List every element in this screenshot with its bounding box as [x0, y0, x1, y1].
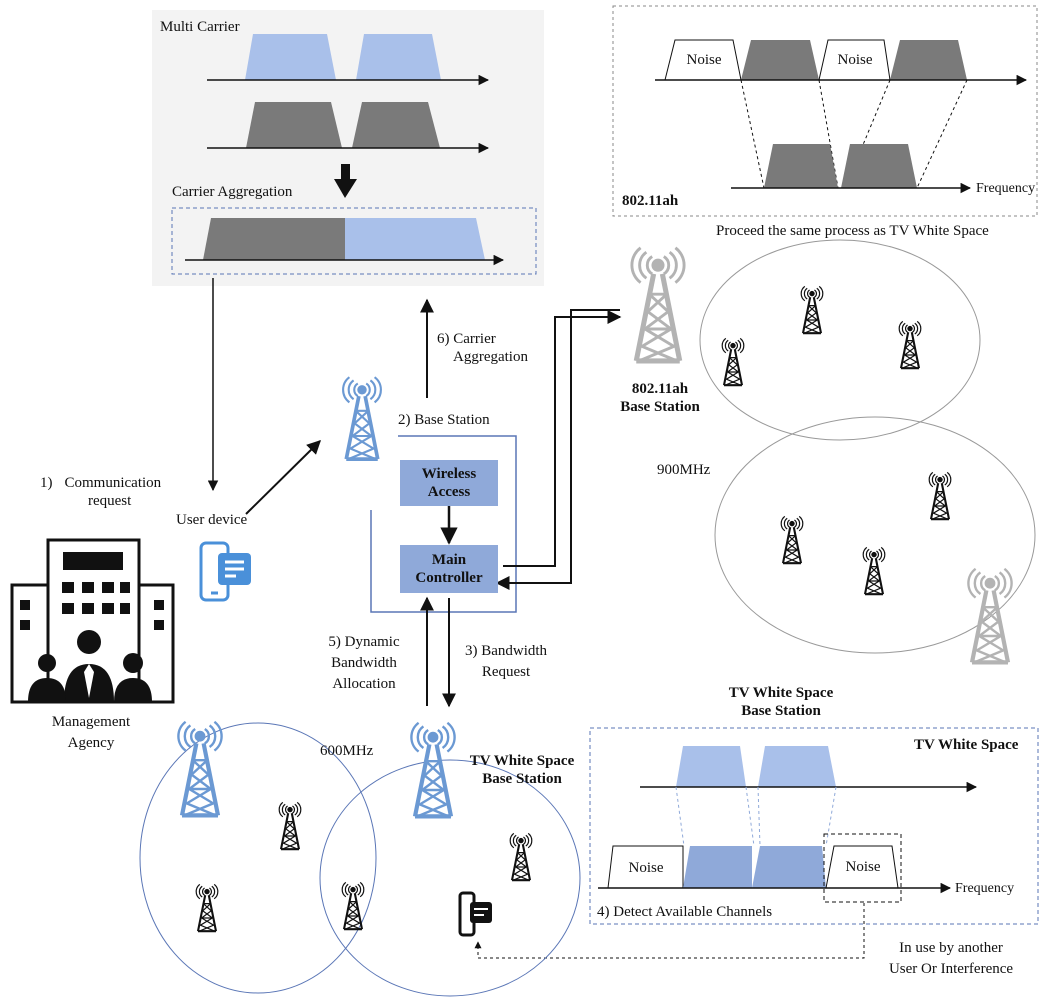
small-tower-icon — [862, 546, 886, 596]
small-tower-icon — [195, 883, 219, 933]
central-base-station — [341, 375, 517, 613]
small-tower-icon — [509, 832, 533, 882]
base-station-label: 2) Base Station — [398, 412, 490, 428]
tvws-noise-label-2: Noise — [845, 859, 881, 875]
ah-band-label: 900MHz — [657, 462, 711, 478]
ah-panel-title: 802.11ah — [622, 193, 679, 209]
ah-gray-block-4 — [841, 144, 917, 188]
small-tower-icon — [341, 881, 365, 931]
small-tower-icon — [898, 320, 922, 370]
tvws-panel — [589, 727, 1039, 925]
connectors — [207, 278, 865, 959]
tvws-blue-block-3 — [683, 846, 752, 888]
down-arrow-icon — [334, 164, 357, 198]
mc-blue-block-2 — [356, 34, 441, 80]
small-tower-icon — [278, 801, 302, 851]
step-4-label: 4) Detect Available Channels — [597, 904, 773, 920]
ah-panel — [612, 5, 1038, 217]
tvws-phone-icon — [458, 891, 492, 937]
aggregation-frame — [171, 207, 537, 275]
tvws-main-tower-icon — [411, 723, 454, 817]
tvws-band-label: 600MHz — [320, 743, 374, 759]
management-agency-icon — [10, 538, 175, 704]
tvws-panel-title: TV White Space — [914, 737, 1019, 753]
ah-gray-block-3 — [764, 144, 838, 188]
tvws-noise-label-1: Noise — [628, 860, 664, 876]
small-tower-icon — [721, 337, 745, 387]
ca-gray-block — [203, 218, 345, 260]
tvws-left-tower-icon — [178, 722, 221, 816]
user-device-phone-icon — [199, 541, 251, 602]
tvws-blue-block-2 — [758, 746, 836, 787]
ah-noise-label-1: Noise — [686, 52, 722, 68]
ah-caption: Proceed the same process as TV White Spa… — [716, 223, 989, 239]
mc-gray-block-1 — [246, 102, 342, 148]
tvws-blue-block-1 — [676, 746, 746, 787]
ca-blue-block — [345, 218, 485, 260]
small-tower-icon — [928, 471, 952, 521]
base-station-tower-icon — [341, 375, 383, 461]
tvws-blue-block-4 — [752, 846, 826, 888]
ah-gray-block-1 — [741, 40, 819, 80]
mc-blue-block-1 — [245, 34, 336, 80]
interference-frame — [823, 833, 902, 903]
ah-gray-block-2 — [890, 40, 967, 80]
ah-frequency-label: Frequency — [976, 181, 1036, 196]
multi-carrier-label: Multi Carrier — [160, 19, 240, 35]
carrier-aggregation-label: Carrier Aggregation — [172, 184, 293, 200]
carrier-aggregation-panel — [152, 10, 544, 286]
ah-noise-label-2: Noise — [837, 52, 873, 68]
ah-edge-tower-icon — [968, 569, 1011, 663]
mc-gray-block-2 — [352, 102, 440, 148]
ah-coverage — [632, 239, 1036, 663]
ah-main-tower-icon — [632, 248, 684, 361]
tvws-frequency-label: Frequency — [955, 881, 1015, 896]
user-device-label: User device — [176, 512, 248, 528]
small-tower-icon — [780, 515, 804, 565]
small-tower-icon — [800, 285, 824, 335]
tvws-coverage — [139, 722, 581, 997]
